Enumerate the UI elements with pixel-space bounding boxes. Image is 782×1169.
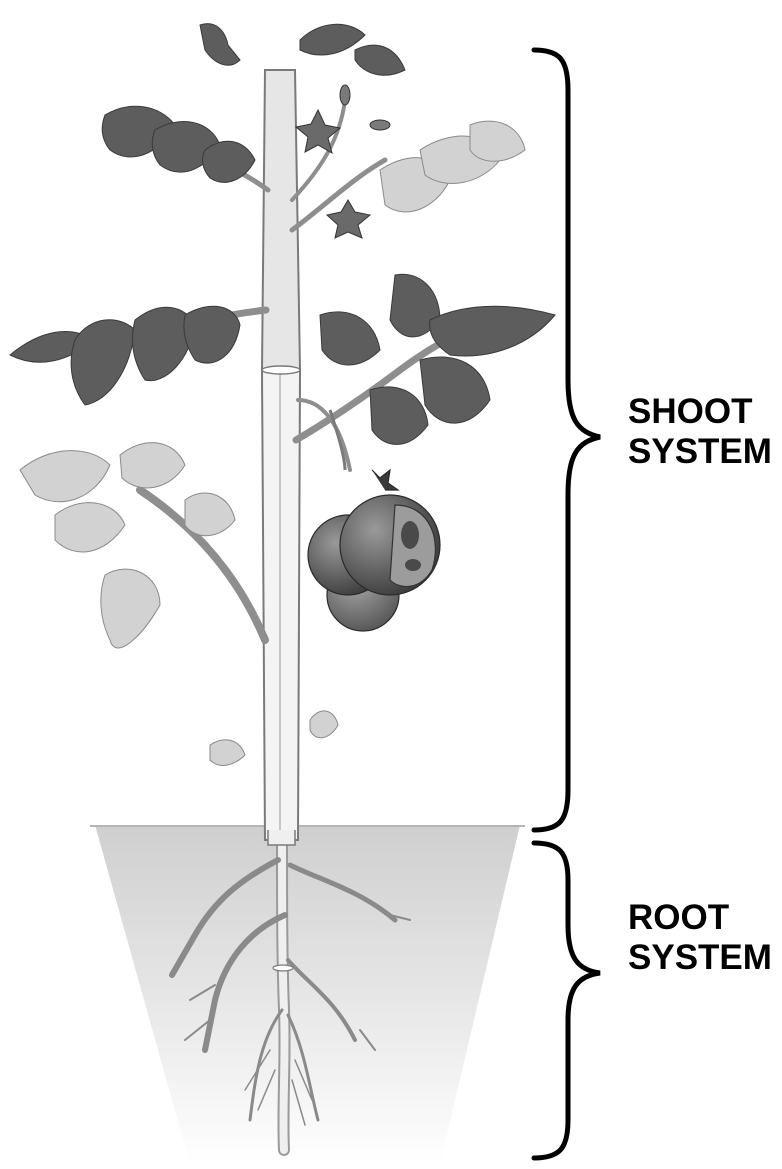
- shoot-label-line-1: SHOOT: [628, 392, 772, 432]
- shoot-system-label: SHOOT SYSTEM: [628, 392, 772, 472]
- tomato-fruit: [308, 410, 440, 631]
- root-label-line-2: SYSTEM: [628, 938, 772, 978]
- stem: [262, 70, 300, 971]
- root-system-bracket: [534, 843, 600, 1158]
- root-system-label: ROOT SYSTEM: [628, 898, 772, 978]
- root-label-line-1: ROOT: [628, 898, 772, 938]
- shoot-label-line-2: SYSTEM: [628, 432, 772, 472]
- soil: [90, 825, 525, 1164]
- shoot-system-bracket: [534, 50, 600, 830]
